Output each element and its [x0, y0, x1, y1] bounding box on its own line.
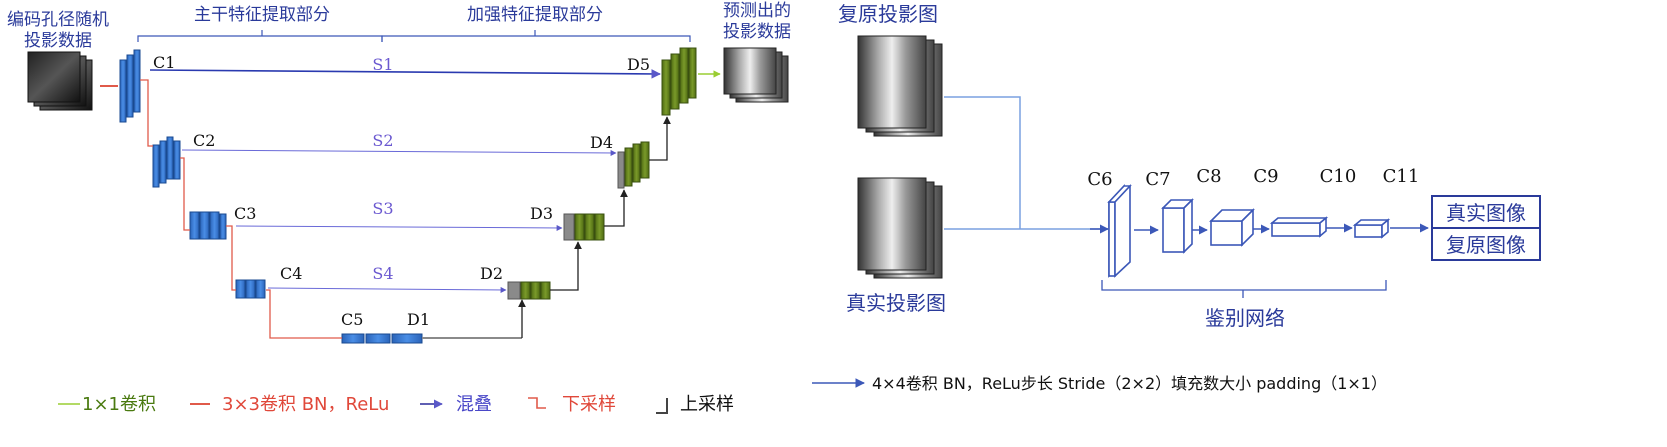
decoder-block-d5	[661, 47, 697, 116]
output-label-line2: 投影数据	[723, 22, 791, 42]
decoder-label-d4: D4	[590, 133, 613, 152]
encoder-label-c5: C5	[341, 310, 363, 329]
legend-conv3x3-text: 3×3卷积 BN，ReLu	[222, 394, 389, 415]
disc-label-c8: C8	[1196, 166, 1221, 187]
encoder-block-c2	[152, 136, 181, 188]
disc-output-box	[1431, 195, 1541, 261]
encoder-label-c3: C3	[234, 204, 256, 223]
decoder-label-d3: D3	[530, 204, 553, 223]
legend-downsample-text: 下采样	[562, 394, 616, 415]
backbone-title: 主干特征提取部分	[194, 5, 330, 25]
skip-line-s4	[267, 286, 507, 293]
encoder-block-c4	[235, 279, 266, 299]
discriminator-input-lines	[944, 96, 1108, 230]
input-label-line2: 投影数据	[24, 31, 92, 51]
legend-conv4x4-text: 4×4卷积 BN，ReLu步长 Stride（2×2）填充数大小 padding…	[872, 374, 1387, 393]
encoder-label-c1: C1	[153, 53, 175, 72]
decoder-label-d5: D5	[627, 55, 650, 74]
network-brace	[1101, 280, 1387, 298]
output-projection-stack	[723, 47, 789, 103]
decoder-block-d4	[617, 141, 650, 189]
disc-layer-c8	[1209, 208, 1255, 247]
decoder-label-d2: D2	[480, 264, 503, 283]
decoder-label-d1: D1	[407, 310, 430, 329]
upsample-paths	[518, 116, 671, 338]
disc-label-c11: C11	[1383, 166, 1420, 187]
encoder-label-c4: C4	[280, 264, 302, 283]
real-projection-stack	[857, 177, 943, 279]
input-projection-stack	[27, 51, 93, 111]
skip-label-s1: S1	[372, 55, 393, 74]
disc-label-c9: C9	[1253, 166, 1278, 187]
disc-layer-c6	[1107, 183, 1132, 278]
encoder-block-c5	[341, 333, 423, 344]
disc-layer-c7	[1161, 198, 1194, 254]
legend-mix-text: 混叠	[456, 394, 492, 415]
decoder-block-d2	[507, 281, 551, 300]
legend-upsample-icon	[656, 398, 668, 414]
legend-upsample-text: 上采样	[680, 394, 734, 415]
output-restored-label: 复原图像	[1446, 233, 1526, 257]
skip-label-s4: S4	[372, 264, 393, 283]
downsample-paths	[140, 79, 342, 339]
output-real-label: 真实图像	[1446, 201, 1526, 225]
disc-layer-c9	[1269, 216, 1329, 238]
encoder-block-c1	[119, 49, 141, 123]
legend-conv1x1-text: 1×1卷积	[82, 394, 156, 415]
disc-label-c6: C6	[1087, 169, 1112, 190]
disc-label-c7: C7	[1145, 169, 1170, 190]
backbone-brace	[137, 30, 383, 42]
decoder-block-d3	[563, 213, 605, 241]
restored-projection-label: 复原投影图	[838, 2, 938, 26]
skip-label-s3: S3	[372, 199, 393, 218]
disc-label-c10: C10	[1320, 166, 1357, 187]
disc-layer-c10	[1352, 218, 1391, 239]
output-label-line1: 预测出的	[723, 1, 791, 21]
encoder-block-c3	[189, 211, 227, 240]
restored-projection-stack	[857, 35, 943, 137]
legend-downsample-icon	[528, 397, 546, 409]
skip-line-s2	[181, 149, 617, 156]
network-label: 鉴别网络	[1205, 306, 1285, 330]
enhance-brace	[381, 30, 691, 42]
input-label-line1: 编码孔径随机	[7, 10, 109, 30]
enhance-title: 加强特征提取部分	[467, 5, 603, 25]
skip-line-s1	[149, 69, 661, 79]
real-projection-label: 真实投影图	[846, 291, 946, 315]
skip-line-s3	[235, 224, 563, 231]
encoder-label-c2: C2	[193, 131, 215, 150]
skip-label-s2: S2	[372, 131, 393, 150]
